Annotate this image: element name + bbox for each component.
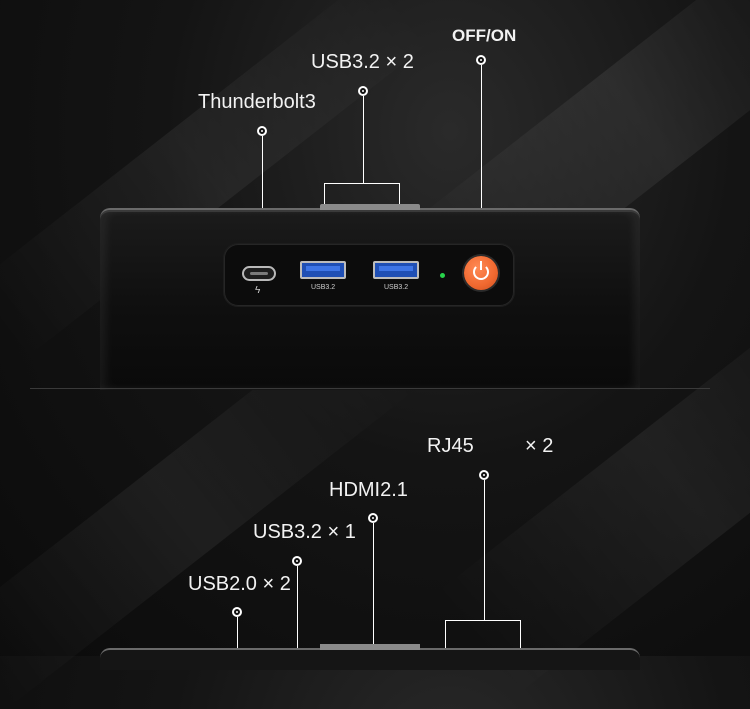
power-leader-line [481,65,482,268]
hdmi-label: HDMI2.1 [329,479,408,501]
thunderbolt-leader-line [262,136,263,268]
rj45-leader-line [484,480,485,620]
power-icon [473,261,489,280]
callout-marker [368,513,378,523]
rj45-count-label: × 2 [525,435,554,457]
usb32-leader-line [363,96,364,183]
device-top-tab [320,644,420,650]
usb32-x1-label: USB3.2 × 1 [253,521,356,543]
front-io-panel: ϟ USB3.2 USB3.2 [224,244,514,306]
thunderbolt-icon: ϟ [255,285,261,296]
rj45-bracket-left [445,620,446,656]
thunderbolt-port [242,266,276,281]
status-led [440,273,445,278]
callout-marker [358,86,368,96]
mini-pc-front: ϟ USB3.2 USB3.2 [100,204,640,390]
device-top-tab [320,204,420,210]
usb-port-label: USB3.2 [311,284,336,291]
usb20-leader-line [237,617,238,656]
thunderbolt-label: Thunderbolt3 [198,91,316,113]
callout-marker [476,55,486,65]
hdmi-leader-line [373,523,374,656]
callout-marker [479,470,489,480]
usb32-bracket [324,183,400,184]
usb-port-label: USB3.2 [384,284,409,291]
rj45-bracket [445,620,521,621]
power-label: OFF/ON [452,26,517,45]
rj45-bracket-right [520,620,521,656]
mini-pc-rear [100,644,640,670]
usb32-x1-leader-line [297,566,298,656]
rj45-label: RJ45 [427,435,474,457]
usb20-x2-label: USB2.0 × 2 [188,573,291,595]
callout-marker [292,556,302,566]
callout-marker [232,607,242,617]
callout-marker [257,126,267,136]
usb32-x2-label: USB3.2 × 2 [311,51,414,73]
power-button [464,256,498,290]
usb-a-port [300,261,346,279]
floor-line [30,388,710,389]
usb-a-port [373,261,419,279]
